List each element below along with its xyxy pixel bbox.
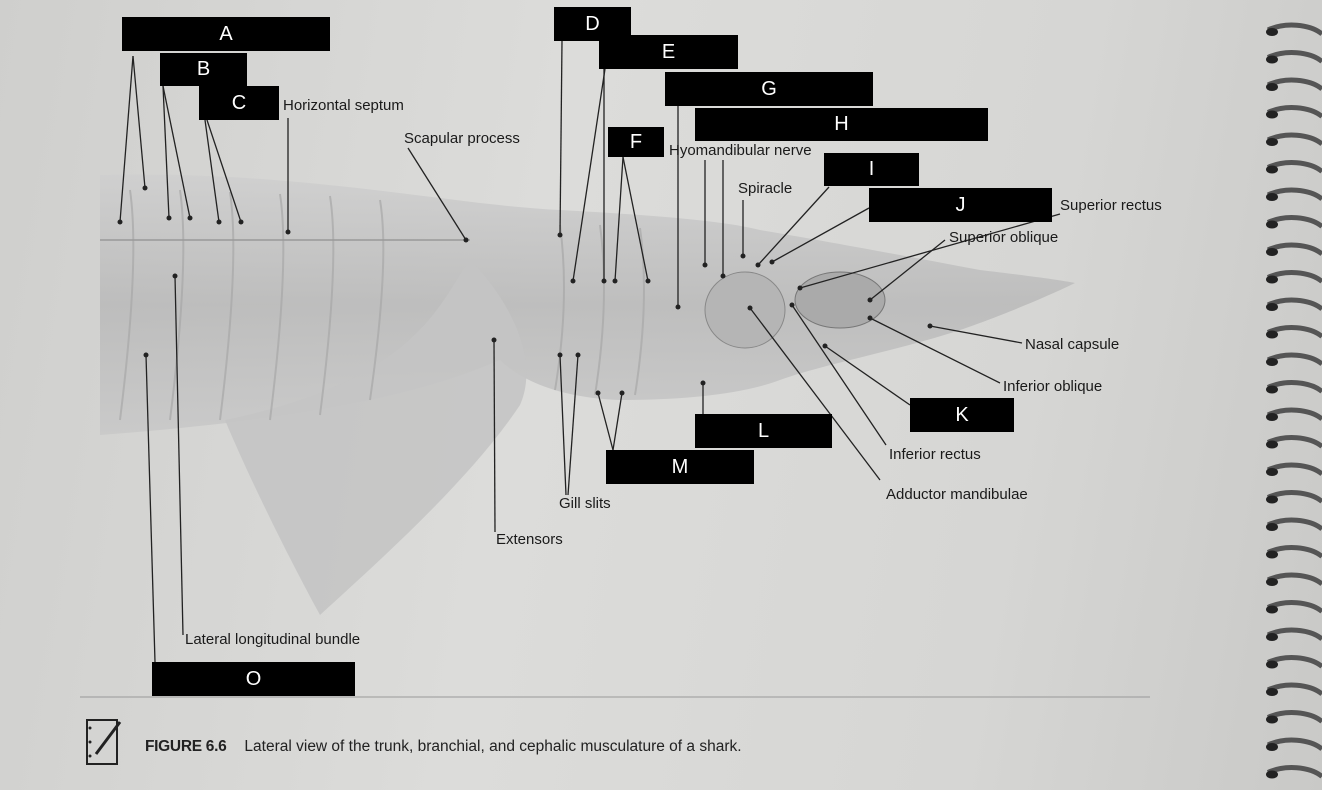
binding-hole [1266, 715, 1278, 724]
label-lateral-longitudinal-bundle: Lateral longitudinal bundle [185, 631, 361, 648]
binding-hole [1266, 220, 1278, 229]
binding-hole [1266, 248, 1278, 256]
label-nasal-capsule: Nasal capsule [1025, 336, 1120, 353]
label-superior-rectus: Superior rectus [1060, 197, 1162, 214]
binding-hole [1266, 633, 1278, 641]
binding-hole [1266, 688, 1278, 696]
binding-hole [1266, 660, 1278, 669]
spiral-binding [1266, 22, 1322, 779]
pectoral-fin [225, 260, 527, 615]
binding-hole [1266, 275, 1278, 284]
answer-box-f: F [608, 127, 664, 157]
myomere-lines [119, 189, 645, 421]
label-spiracle: Spiracle [738, 180, 793, 197]
binding-hole [1266, 83, 1278, 91]
answer-box-c: C [199, 86, 279, 120]
answer-box-m: M [606, 450, 754, 484]
binding-hole [1266, 550, 1278, 559]
answer-box-i: I [824, 153, 919, 186]
binding-hole [1266, 440, 1278, 449]
binding-hole [1266, 55, 1278, 64]
answer-box-g: G [665, 72, 873, 106]
binding-hole [1266, 330, 1278, 339]
figure-caption-text: Lateral view of the trunk, branchial, an… [244, 738, 742, 755]
binding-hole [1266, 303, 1278, 311]
eye [704, 271, 786, 349]
label-hyomandibular-nerve: Hyomandibular nerve [669, 142, 812, 159]
binding-hole [1266, 193, 1278, 201]
figure-number: FIGURE 6.6 [145, 738, 227, 755]
answer-box-a: A [122, 17, 330, 51]
binding-hole [1266, 578, 1278, 586]
binding-hole [1266, 358, 1278, 366]
binding-hole [1266, 413, 1278, 421]
binding-hole [1266, 605, 1278, 614]
answer-box-h: H [695, 108, 988, 141]
answer-box-o: O [152, 662, 355, 696]
notebook-pencil-icon [86, 719, 122, 765]
answer-box-e: E [599, 35, 738, 69]
label-inferior-oblique: Inferior oblique [1003, 378, 1103, 395]
leader-dots [117, 185, 933, 396]
binding-hole [1266, 28, 1278, 36]
orbit [794, 271, 886, 329]
binding-hole [1266, 138, 1278, 146]
binding-hole [1266, 110, 1278, 119]
answer-box-k: K [910, 398, 1014, 432]
answer-box-d: D [554, 7, 631, 41]
binding-hole [1266, 743, 1278, 751]
label-scapular-process: Scapular process [404, 130, 520, 147]
answer-box-b: B [160, 53, 247, 86]
answer-box-j: J [869, 188, 1052, 222]
binding-hole [1266, 495, 1278, 504]
binding-hole [1266, 770, 1278, 779]
label-gill-slits: Gill slits [559, 495, 611, 512]
binding-hole [1266, 165, 1278, 174]
binding-hole [1266, 385, 1278, 394]
label-adductor-mandibulae: Adductor mandibulae [886, 486, 1028, 503]
label-horizontal-septum: Horizontal septum [283, 97, 404, 114]
label-inferior-rectus: Inferior rectus [889, 446, 981, 463]
leader-lines [119, 40, 1061, 663]
binding-hole [1266, 468, 1278, 476]
figure-caption: FIGURE 6.6 Lateral view of the trunk, bra… [145, 738, 742, 756]
label-superior-oblique: Superior oblique [949, 229, 1059, 246]
answer-box-l: L [695, 414, 832, 448]
label-extensors: Extensors [496, 531, 563, 548]
binding-hole [1266, 523, 1278, 531]
